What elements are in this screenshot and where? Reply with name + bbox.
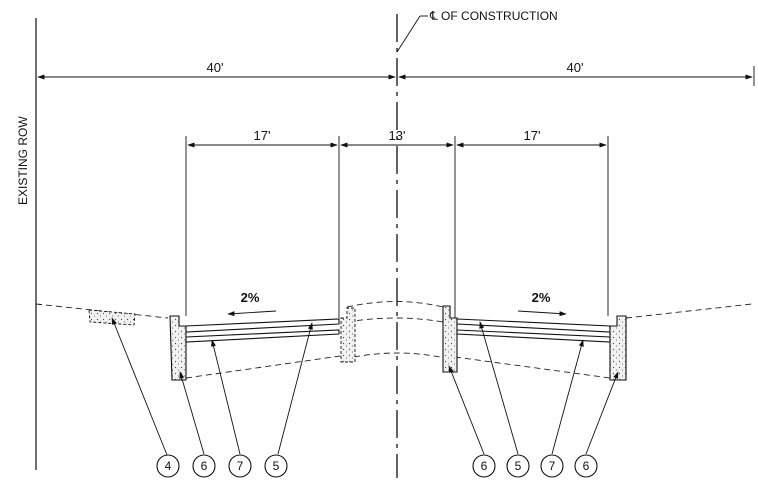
existing-ground-right	[625, 303, 753, 319]
subgrade-right	[454, 356, 611, 379]
dim-left-lane: 17'	[254, 128, 271, 143]
right-inner-curb	[442, 305, 458, 373]
left-base-course	[185, 329, 340, 343]
left-slope-label: 2%	[241, 290, 260, 305]
right-base-course	[456, 329, 611, 343]
sidewalk-block	[88, 309, 136, 326]
median-mid-profile	[346, 317, 444, 323]
callout-left-2: 6	[192, 454, 216, 478]
svg-text:5: 5	[273, 459, 280, 473]
svg-text:7: 7	[549, 459, 556, 473]
leader-4	[111, 317, 168, 456]
right-slope-label: 2%	[532, 290, 551, 305]
right-surface-course	[456, 318, 611, 333]
subgrade-median	[353, 352, 441, 358]
svg-text:6: 6	[481, 459, 488, 473]
leader-6-right-inner	[448, 365, 485, 455]
svg-text:7: 7	[237, 459, 244, 473]
left-curb	[169, 315, 187, 381]
callout-right-3: 7	[540, 454, 564, 478]
leader-6-right-outer	[585, 371, 619, 455]
dim-median: 13'	[389, 128, 406, 143]
callout-left-3: 7	[228, 454, 252, 478]
median-curb-left	[340, 307, 356, 363]
svg-text:4: 4	[165, 459, 172, 473]
svg-text:6: 6	[583, 459, 590, 473]
centerline-leader	[396, 15, 421, 53]
dim-left-half: 40'	[207, 60, 224, 75]
callout-left-4: 5	[264, 454, 288, 478]
dim-right-lane: 17'	[524, 128, 541, 143]
existing-ground-left	[35, 303, 169, 319]
leader-7-right	[551, 339, 584, 455]
callout-right-2: 5	[506, 454, 530, 478]
dim-right-half: 40'	[567, 60, 584, 75]
svg-text:5: 5	[515, 459, 522, 473]
right-outer-curb	[609, 315, 627, 381]
callout-right-1: 6	[472, 454, 496, 478]
centerline-note: ℄ OF CONSTRUCTION	[429, 9, 558, 23]
existing-row-label: EXISTING ROW	[16, 116, 30, 205]
right-slope-arrow	[517, 310, 567, 317]
callout-left-1: 4	[156, 454, 180, 478]
svg-text:6: 6	[201, 459, 208, 473]
leader-5-left	[277, 322, 313, 455]
leader-7-left	[211, 339, 241, 455]
median-top-profile	[346, 301, 444, 308]
callout-right-4: 6	[574, 454, 598, 478]
leader-6-left	[179, 371, 205, 455]
left-surface-course	[185, 318, 340, 333]
leader-5-right	[479, 321, 519, 455]
left-slope-arrow	[227, 310, 277, 317]
subgrade-left	[185, 354, 348, 379]
